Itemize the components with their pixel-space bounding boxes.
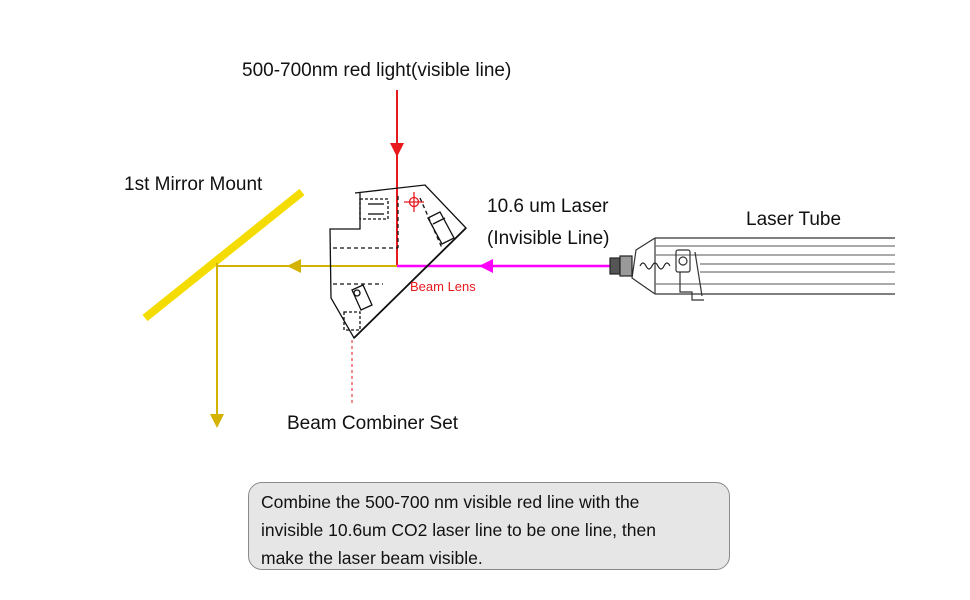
red-light-label: 500-700nm red light(visible line) (242, 60, 512, 81)
laser-tube-label: Laser Tube (746, 209, 842, 230)
red-light-target (404, 192, 424, 212)
note-line-1: Combine the 500-700 nm visible red line … (261, 492, 640, 512)
red-light-beam (390, 90, 404, 266)
combined-beam (210, 259, 397, 428)
beam-lens-label: Beam Lens (410, 279, 476, 294)
laser-tube (609, 237, 895, 301)
note-line-2: invisible 10.6um CO2 laser line to be on… (261, 520, 656, 540)
beam-combiner-label: Beam Combiner Set (287, 413, 459, 434)
beam-combiner-body (329, 184, 467, 340)
laser-label-line2: (Invisible Line) (487, 228, 610, 249)
laser-label-line1: 10.6 um Laser (487, 196, 609, 217)
mirror-mount-label: 1st Mirror Mount (124, 174, 263, 195)
note-line-3: make the laser beam visible. (261, 548, 483, 568)
description-note: Combine the 500-700 nm visible red line … (248, 482, 730, 570)
co2-laser-beam (397, 259, 610, 273)
first-mirror (142, 188, 305, 322)
